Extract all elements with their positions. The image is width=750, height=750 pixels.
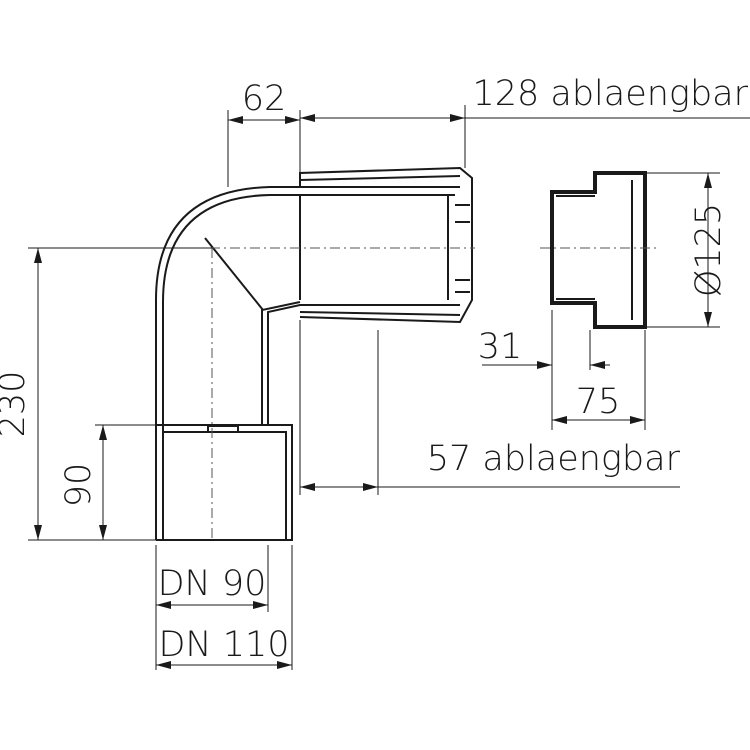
dim-125-label: Ø125: [689, 203, 729, 297]
dim-31-label: 31: [478, 327, 523, 367]
dim-75-label: 75: [576, 382, 621, 422]
dim-90-label: 90: [59, 463, 99, 508]
dimension-labels: 62 128 ablaengbar Ø125 31 75 57 ablaengb…: [0, 74, 749, 665]
dim-230-label: 230: [0, 371, 33, 438]
dim-dn110-label: DN 110: [158, 625, 289, 665]
dimension-geometry: [28, 105, 750, 670]
dim-62-label: 62: [242, 79, 287, 119]
reducer-adapter-part: [550, 171, 647, 329]
dim-dn90-label: DN 90: [158, 564, 267, 604]
dim-128-label: 128 ablaengbar: [472, 74, 748, 114]
dim-57-label: 57 ablaengbar: [427, 439, 681, 479]
elbow-pipe-fitting: [155, 166, 473, 541]
